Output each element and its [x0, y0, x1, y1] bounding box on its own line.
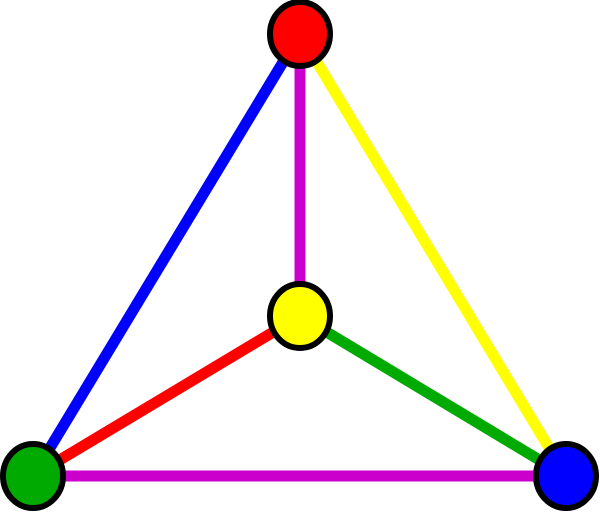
edge-top-bottom-left [28, 31, 305, 479]
edge-top-bottom-right [295, 31, 571, 479]
node-bottom-left [0, 441, 66, 511]
node-bottom-right [533, 441, 599, 511]
node-center [267, 281, 333, 351]
edge-center-bottom-left [30, 311, 303, 481]
node-top [267, 0, 333, 69]
edges [28, 31, 571, 482]
edge-center-bottom-right [297, 311, 569, 481]
